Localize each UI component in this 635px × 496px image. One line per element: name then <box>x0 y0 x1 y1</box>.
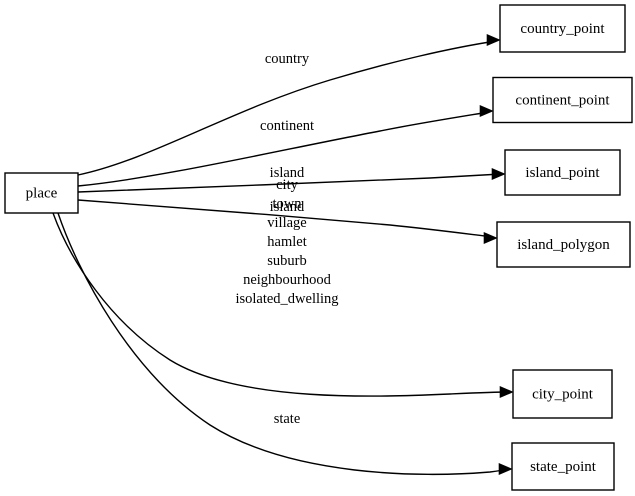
edge-label-island_polygon: island <box>270 199 305 215</box>
edge-place-to-island_point <box>77 168 506 193</box>
edge-label-continent_point: continent <box>260 118 314 134</box>
node-continent_point[interactable]: continent_point <box>492 76 633 124</box>
node-box[interactable] <box>504 149 621 196</box>
edge-place-to-country_point <box>77 34 501 176</box>
arrowhead-icon <box>491 168 506 180</box>
edge-label-line: village <box>267 215 306 231</box>
arrowhead-icon <box>479 105 494 117</box>
edge-place-to-city_point <box>52 212 514 398</box>
node-label: continent_point <box>515 92 610 108</box>
edges-layer <box>52 34 514 476</box>
edge-label-line: hamlet <box>267 234 306 250</box>
node-label: place <box>26 185 58 201</box>
arrowhead-icon <box>486 34 501 46</box>
edge-label-line: island <box>270 199 305 215</box>
arrowhead-icon <box>499 386 514 398</box>
edge-label-island_point: island <box>270 165 305 181</box>
edge-label-line: city <box>276 177 298 193</box>
edge-label-country_point: country <box>265 51 310 67</box>
node-box[interactable] <box>496 221 631 268</box>
edge-line <box>77 173 502 193</box>
edge-place-to-island_polygon <box>77 199 498 244</box>
edge-label-city_point: city town village hamlet suburb neighbourhood… <box>235 177 338 307</box>
node-island_point[interactable]: island_point <box>504 149 621 196</box>
node-label: island_point <box>525 165 600 181</box>
node-box[interactable] <box>492 76 633 124</box>
node-box[interactable] <box>512 369 613 419</box>
node-box[interactable] <box>511 442 615 491</box>
arrowhead-icon <box>498 463 513 475</box>
node-label: country_point <box>520 21 605 37</box>
edge-line <box>77 199 494 238</box>
node-label: state_point <box>530 459 597 475</box>
edge-label-state_point: state <box>274 411 301 427</box>
node-place[interactable]: place <box>4 172 79 214</box>
edge-label-line: country <box>265 51 310 67</box>
node-label: island_polygon <box>517 237 610 253</box>
node-island_polygon[interactable]: island_polygon <box>496 221 631 268</box>
edge-line <box>57 212 509 476</box>
arrowhead-icon <box>483 232 498 244</box>
edge-label-line: suburb <box>267 253 306 269</box>
node-label: city_point <box>532 386 594 402</box>
edge-place-to-state_point <box>57 212 513 476</box>
edge-line <box>77 40 497 176</box>
edge-label-line: neighbourhood <box>243 272 332 288</box>
edge-place-to-continent_point <box>77 105 494 187</box>
edge-label-line: island <box>270 165 305 181</box>
edge-label-line: isolated_dwelling <box>235 291 338 307</box>
node-city_point[interactable]: city_point <box>512 369 613 419</box>
nodes-layer: place country_point continent_point island_… <box>4 4 633 491</box>
node-country_point[interactable]: country_point <box>499 4 626 53</box>
edge-label-line: town <box>273 196 303 212</box>
edge-label-line: continent <box>260 118 314 134</box>
edge-label-line: state <box>274 411 301 427</box>
node-state_point[interactable]: state_point <box>511 442 615 491</box>
edge-line <box>52 212 510 397</box>
node-box[interactable] <box>4 172 79 214</box>
node-box[interactable] <box>499 4 626 53</box>
edge-line <box>77 111 490 187</box>
